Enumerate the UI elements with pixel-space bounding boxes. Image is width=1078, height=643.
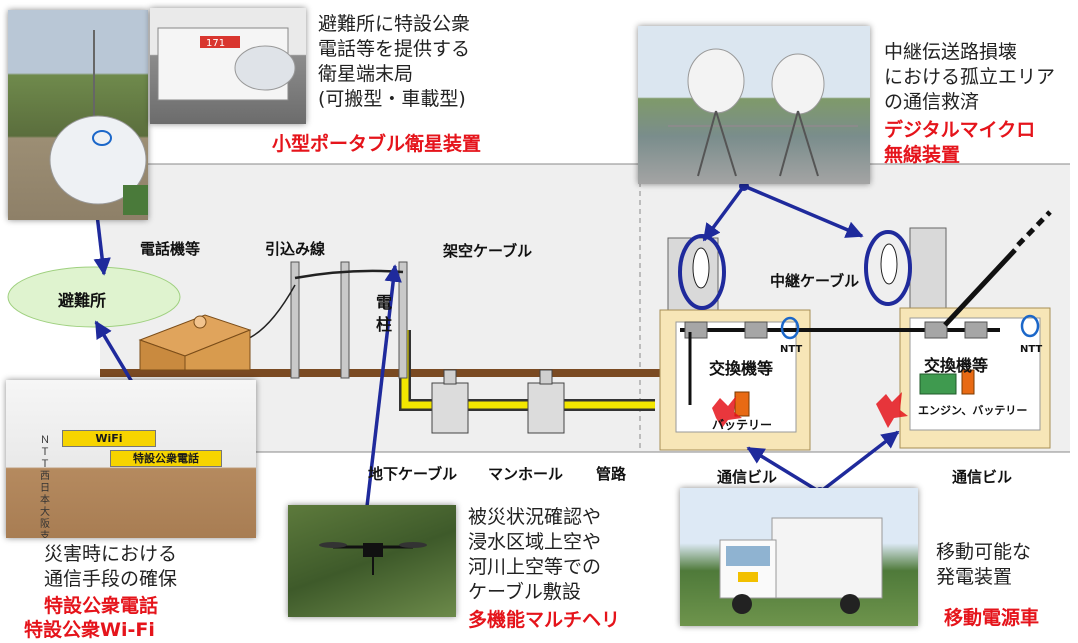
antenna-circle-1 <box>678 234 726 310</box>
arrow-microwave-b2 <box>743 184 864 238</box>
public-phone-photo: WiFi 特設公衆電話 ＮＴＴ西日本 大阪支店 <box>6 380 256 538</box>
drone-photo <box>288 505 456 617</box>
manhole-1 <box>431 369 469 434</box>
battery-icon <box>734 391 750 417</box>
building-2-label: 通信ビル <box>952 468 1013 486</box>
satellite-desc-1: 避難所に特設公衆 <box>318 13 471 35</box>
continuing-cable <box>1016 210 1052 247</box>
relay-cable-label: 中継ケーブル <box>770 272 860 290</box>
satellite-desc-4: (可搬型・車載型) <box>318 88 466 110</box>
microwave-desc-3: の通信救済 <box>884 91 980 113</box>
building-2-engine: エンジン、バッテリー <box>918 404 1028 417</box>
ground-line <box>100 369 670 377</box>
drone-name: 多機能マルチヘリ <box>468 609 621 631</box>
burst-icon-2 <box>876 392 908 428</box>
battery-icon-2 <box>961 369 975 395</box>
arrow-powercar-b1 <box>746 446 821 494</box>
drone-desc-3: 河川上空等での <box>468 556 602 578</box>
power-car-photo <box>680 488 918 626</box>
arrow-drone-pole <box>364 264 402 516</box>
burst-icon-1 <box>712 396 742 428</box>
public-phone-name-1: 特設公衆電話 <box>44 595 159 617</box>
ntt-logo-1 <box>780 316 800 340</box>
satellite-truck-photo: 171 <box>150 8 306 124</box>
microwave-radio-photo <box>638 26 870 184</box>
satellite-desc-3: 衛星端末局 <box>318 63 414 85</box>
antenna-icon-1 <box>692 247 710 289</box>
building-1-logo: NTT <box>780 344 803 355</box>
public-phone-name-2: 特設公衆Wi-Fi <box>24 619 155 641</box>
microwave-name-1: デジタルマイクロ <box>884 119 1036 141</box>
satellite-name: 小型ポータブル衛星装置 <box>272 133 482 155</box>
truck-number: 171 <box>206 38 225 49</box>
utility-pole-3 <box>398 261 408 379</box>
house <box>138 314 252 371</box>
utility-pole-1 <box>290 261 300 379</box>
shelter-label: 避難所 <box>58 291 107 310</box>
antenna-circle-2 <box>864 230 912 306</box>
antenna-icon-2 <box>880 243 898 285</box>
building-1-label: 通信ビル <box>717 468 778 486</box>
power-car-desc-1: 移動可能な <box>936 541 1032 563</box>
satellite-desc-2: 電話等を提供する <box>318 38 471 60</box>
building-2-logo: NTT <box>1020 344 1043 355</box>
arrow-powercar-b2 <box>818 430 900 494</box>
power-car-desc-2: 発電装置 <box>936 566 1013 588</box>
building-1-exchange: 交換機等 <box>709 359 774 378</box>
underground-cable-label: 地下ケーブル <box>368 465 458 483</box>
public-phone-desc-2: 通信手段の確保 <box>44 568 178 590</box>
building-1-battery: バッテリー <box>712 418 773 432</box>
microwave-desc-1: 中継伝送路損壊 <box>884 41 1018 63</box>
utility-pole-2 <box>340 261 350 379</box>
conduit-label: 管路 <box>596 465 627 483</box>
manhole-label: マンホール <box>488 465 564 483</box>
ntt-logo-2 <box>1020 314 1040 338</box>
arrow-microwave-b1 <box>702 184 746 242</box>
microwave-name-2: 無線装置 <box>884 144 961 166</box>
microwave-desc-2: における孤立エリア <box>884 66 1056 88</box>
drone-desc-2: 浸水区域上空や <box>468 531 602 553</box>
phone-label: 電話機等 <box>140 240 201 258</box>
pole-label: 電柱 <box>376 293 393 334</box>
manhole-2 <box>527 369 565 434</box>
engine-icon <box>919 373 957 395</box>
phone-sign: 特設公衆電話 <box>110 450 222 467</box>
building-2-exchange: 交換機等 <box>924 356 989 375</box>
public-phone-desc-1: 災害時における <box>44 543 178 565</box>
vertical-sign: ＮＴＴ西日本 大阪支店 <box>40 435 50 538</box>
aerial-cable-label: 架空ケーブル <box>443 242 533 260</box>
drone-desc-1: 被災状況確認や <box>468 506 602 528</box>
wifi-sign: WiFi <box>62 430 156 447</box>
drop-line-label: 引込み線 <box>265 240 326 258</box>
satellite-dish-photo <box>8 10 148 220</box>
power-car-name: 移動電源車 <box>944 607 1040 629</box>
drone-desc-4: ケーブル敷設 <box>468 581 581 603</box>
